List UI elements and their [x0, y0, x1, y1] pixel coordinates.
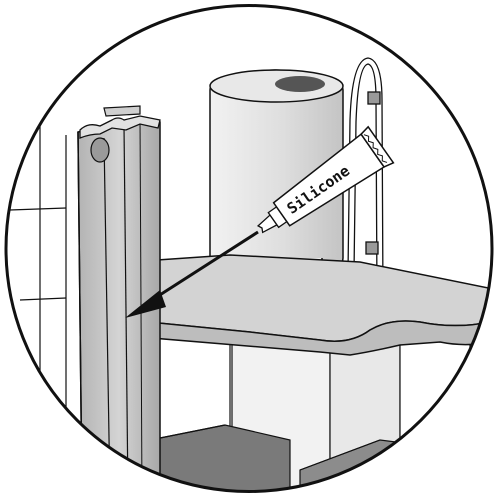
cylinder-opening — [275, 76, 325, 92]
tube-clip-upper — [368, 92, 380, 104]
lower-cabinet — [140, 328, 470, 497]
tube-clip-lower — [366, 242, 378, 254]
